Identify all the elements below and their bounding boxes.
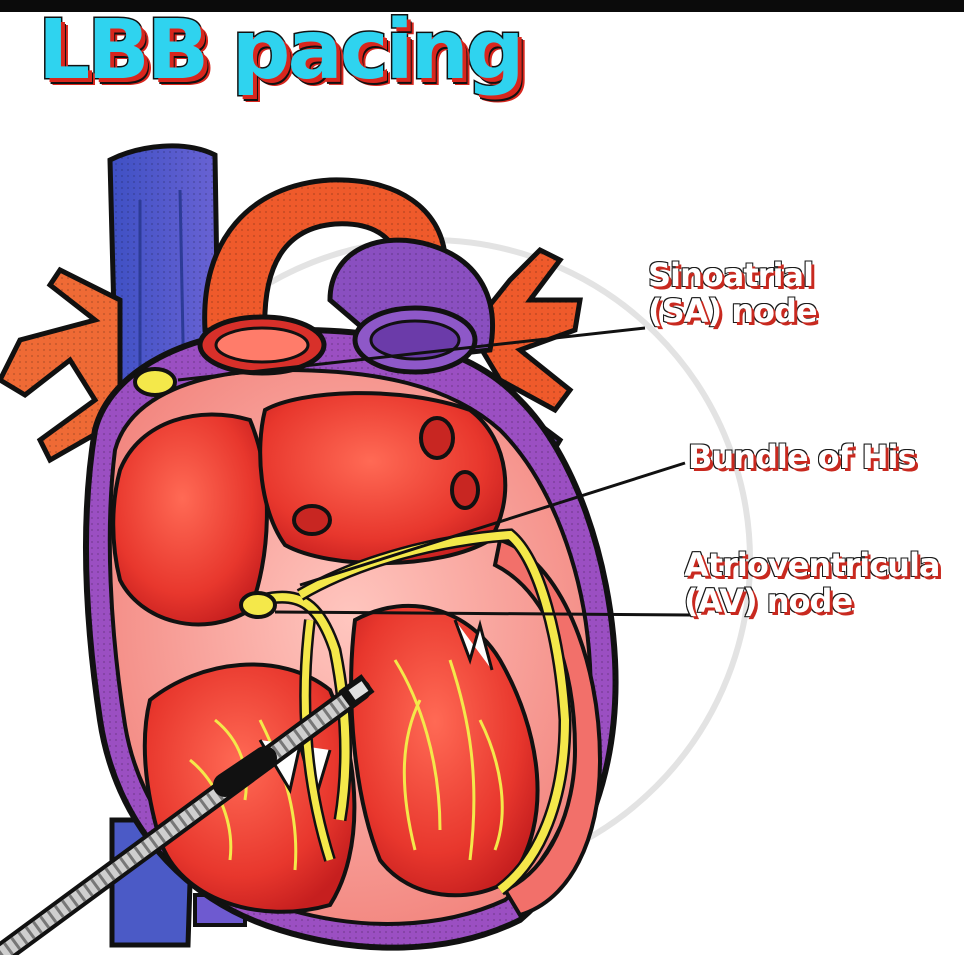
page-title: LBB pacing bbox=[37, 3, 527, 98]
leader-lines bbox=[177, 326, 691, 617]
label-bundle-of-his-line1: Bundle of His bbox=[687, 438, 918, 476]
right-atrium bbox=[111, 412, 269, 627]
label-sa-node-line1: Sinoatrial bbox=[647, 256, 815, 294]
aortic-arch bbox=[202, 177, 448, 338]
pacing-lead bbox=[0, 674, 375, 955]
label-av-node: Atrioventricula (AV) node bbox=[684, 548, 964, 620]
sa-leader-line bbox=[177, 326, 646, 382]
av-leader-line bbox=[274, 610, 691, 617]
pulmonary-artery-left bbox=[0, 266, 123, 464]
av-node bbox=[239, 591, 277, 619]
bundle-leader-line bbox=[299, 461, 686, 587]
top-bar bbox=[0, 0, 964, 12]
label-sa-node-line2: (SA) node bbox=[647, 291, 819, 330]
label-av-node-line1: Atrioventricula bbox=[684, 548, 942, 584]
sa-node bbox=[133, 367, 177, 397]
label-bundle-of-his: Bundle of His bbox=[687, 438, 918, 476]
label-av-node-line2: (AV) node bbox=[684, 581, 854, 620]
label-sa-node: Sinoatrial (SA) node bbox=[647, 256, 819, 330]
